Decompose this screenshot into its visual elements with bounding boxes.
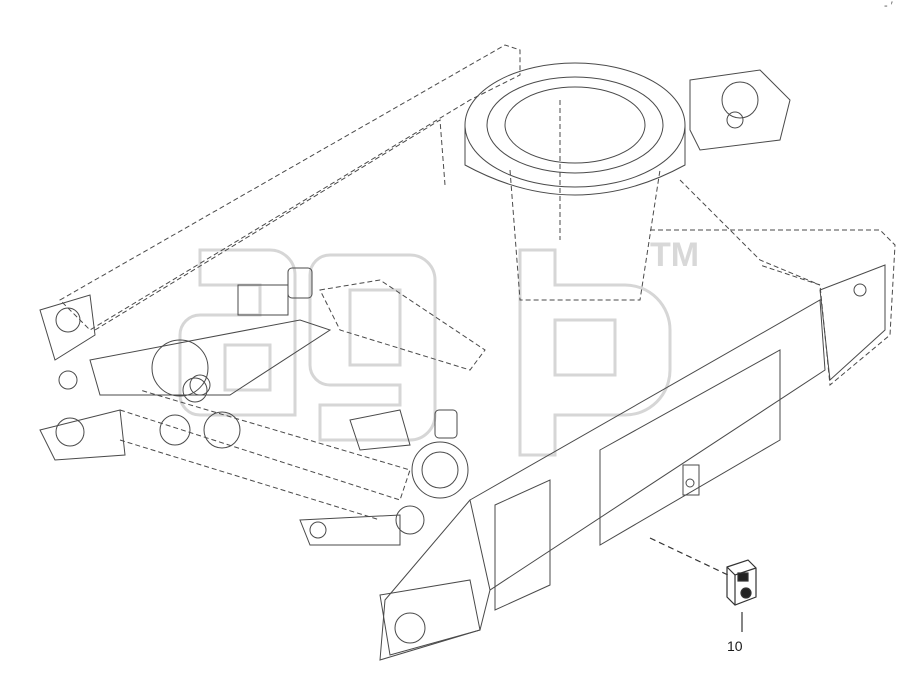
callout-label-10: 10 — [727, 638, 743, 654]
watermark-trademark: TM — [650, 236, 700, 274]
part-10-switch — [649, 537, 757, 632]
excavator-undercarriage-frame — [39, 44, 896, 661]
corner-mark: - ′ — [884, 0, 893, 12]
watermark-logo — [178, 248, 672, 457]
